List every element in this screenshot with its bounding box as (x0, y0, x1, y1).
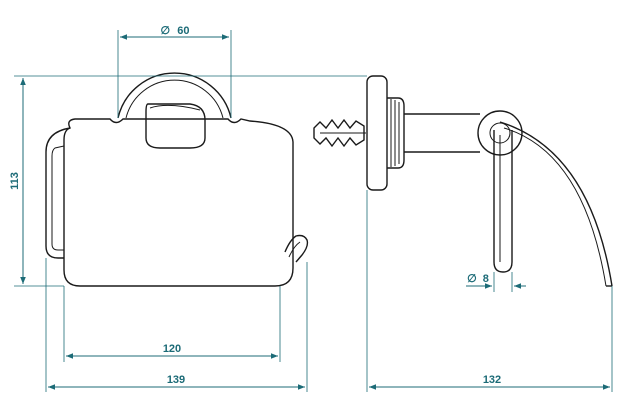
rosette-inner (125, 79, 224, 119)
inner-width-value: 120 (163, 343, 181, 355)
holder-arm-left (45, 127, 71, 259)
cover-plate (63, 118, 294, 287)
rosette-outline (117, 72, 232, 119)
svg-text:∅ 60: ∅ 60 (161, 25, 190, 37)
wall-anchor (313, 118, 366, 148)
cover-lid-inner (503, 127, 607, 287)
holder-tip (284, 234, 309, 263)
depth-value: 132 (483, 374, 501, 386)
side-view (313, 75, 613, 287)
wall-plate (366, 75, 388, 191)
holder-arm-left-inner (51, 145, 65, 251)
hinge-clip-detail (149, 104, 201, 111)
vertical-rod (493, 130, 513, 273)
outer-width-value: 139 (167, 374, 185, 386)
hinge-clip (145, 103, 206, 149)
flange (387, 97, 405, 169)
diameter-symbol: ∅ (161, 25, 171, 37)
dimension-inner-width: 120 (63, 286, 281, 362)
dimension-outer-width: 139 (45, 258, 308, 392)
height-value: 113 (9, 172, 21, 190)
diameter-top-value: 60 (177, 25, 189, 37)
cover-lid (499, 121, 613, 287)
svg-text:∅ 8: ∅ 8 (467, 273, 489, 285)
dimension-diameter-top: ∅ 60 (117, 25, 232, 118)
dimension-diameter-rod: ∅ 8 (466, 272, 526, 292)
holder-tip-inner (288, 241, 301, 258)
diameter-rod-value: 8 (483, 273, 489, 285)
diameter-rod-symbol: ∅ (467, 273, 477, 285)
dimension-depth: 132 (366, 190, 613, 392)
dimension-height: 113 (9, 75, 367, 287)
front-view (45, 72, 309, 287)
